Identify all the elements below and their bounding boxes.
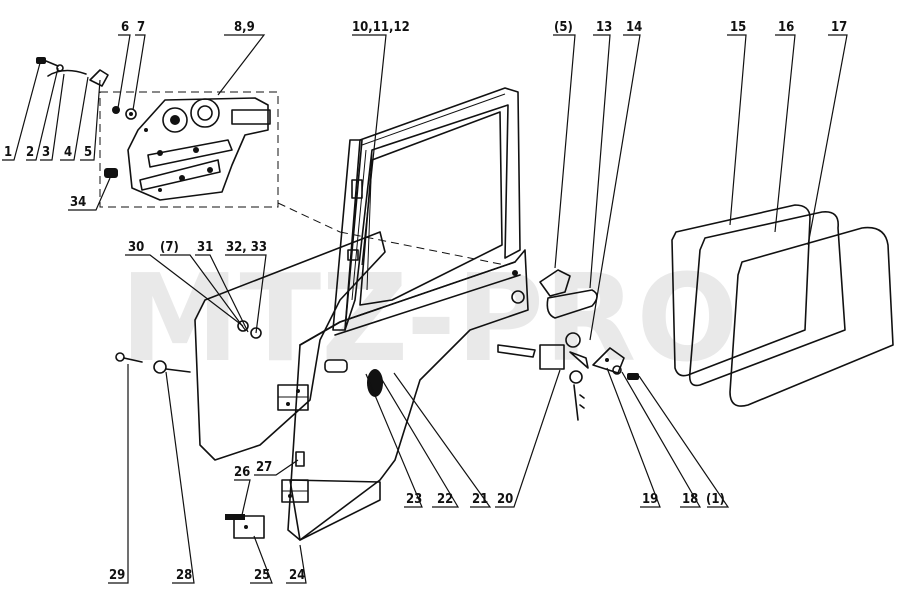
leader-lines xyxy=(2,34,848,584)
callout-31: 31 xyxy=(197,240,213,255)
lower-hinge xyxy=(281,479,309,503)
callout-labels: 1 2 3 4 5 6 7 8,9 34 10,11,12 (5) 13 14 … xyxy=(4,20,847,583)
door-handle-recess xyxy=(367,369,383,397)
callout-20: 20 xyxy=(497,492,513,507)
callout-10-12: 10,11,12 xyxy=(352,20,410,35)
callout-3: 3 xyxy=(42,145,50,160)
callout-14: 14 xyxy=(626,20,642,35)
striker-plate xyxy=(592,347,639,380)
callout-25: 25 xyxy=(254,568,270,583)
panel-bolts xyxy=(115,352,191,374)
callout-29: 29 xyxy=(109,568,125,583)
callout-p1: (1) xyxy=(706,492,725,507)
watermark-text: MTZ-PRO xyxy=(120,250,738,389)
callout-26: 26 xyxy=(234,465,250,480)
callout-13: 13 xyxy=(596,20,612,35)
callout-23: 23 xyxy=(406,492,422,507)
door-glass xyxy=(671,204,811,377)
outer-door-handle xyxy=(539,269,598,319)
callout-32-33: 32, 33 xyxy=(226,240,267,255)
callout-8-9: 8,9 xyxy=(234,20,255,35)
callout-28: 28 xyxy=(176,568,192,583)
window-opening xyxy=(359,111,503,306)
callout-15: 15 xyxy=(730,20,746,35)
callout-4: 4 xyxy=(64,145,72,160)
callout-18: 18 xyxy=(682,492,698,507)
callout-30: 30 xyxy=(128,240,144,255)
callout-2: 2 xyxy=(26,145,34,160)
door-assembly xyxy=(277,87,529,541)
callout-1: 1 xyxy=(4,145,12,160)
glass-seal-outer xyxy=(729,226,894,407)
callout-5: 5 xyxy=(84,145,92,160)
callout-19: 19 xyxy=(642,492,658,507)
glass-seal-inner xyxy=(688,211,846,387)
callout-24: 24 xyxy=(289,568,305,583)
door-check-strap xyxy=(225,451,305,539)
upper-hinge xyxy=(277,384,309,411)
callout-21: 21 xyxy=(472,492,488,507)
callout-p7: (7) xyxy=(160,240,179,255)
lock-mechanism-inset xyxy=(99,91,279,208)
callout-16: 16 xyxy=(778,20,794,35)
callout-17: 17 xyxy=(831,20,847,35)
callout-7: 7 xyxy=(137,20,145,35)
callout-p5: (5) xyxy=(554,20,573,35)
callout-22: 22 xyxy=(437,492,453,507)
callout-27: 27 xyxy=(256,460,272,475)
callout-34: 34 xyxy=(70,195,86,210)
lock-cylinder-with-keys xyxy=(497,332,589,421)
callout-6: 6 xyxy=(121,20,129,35)
